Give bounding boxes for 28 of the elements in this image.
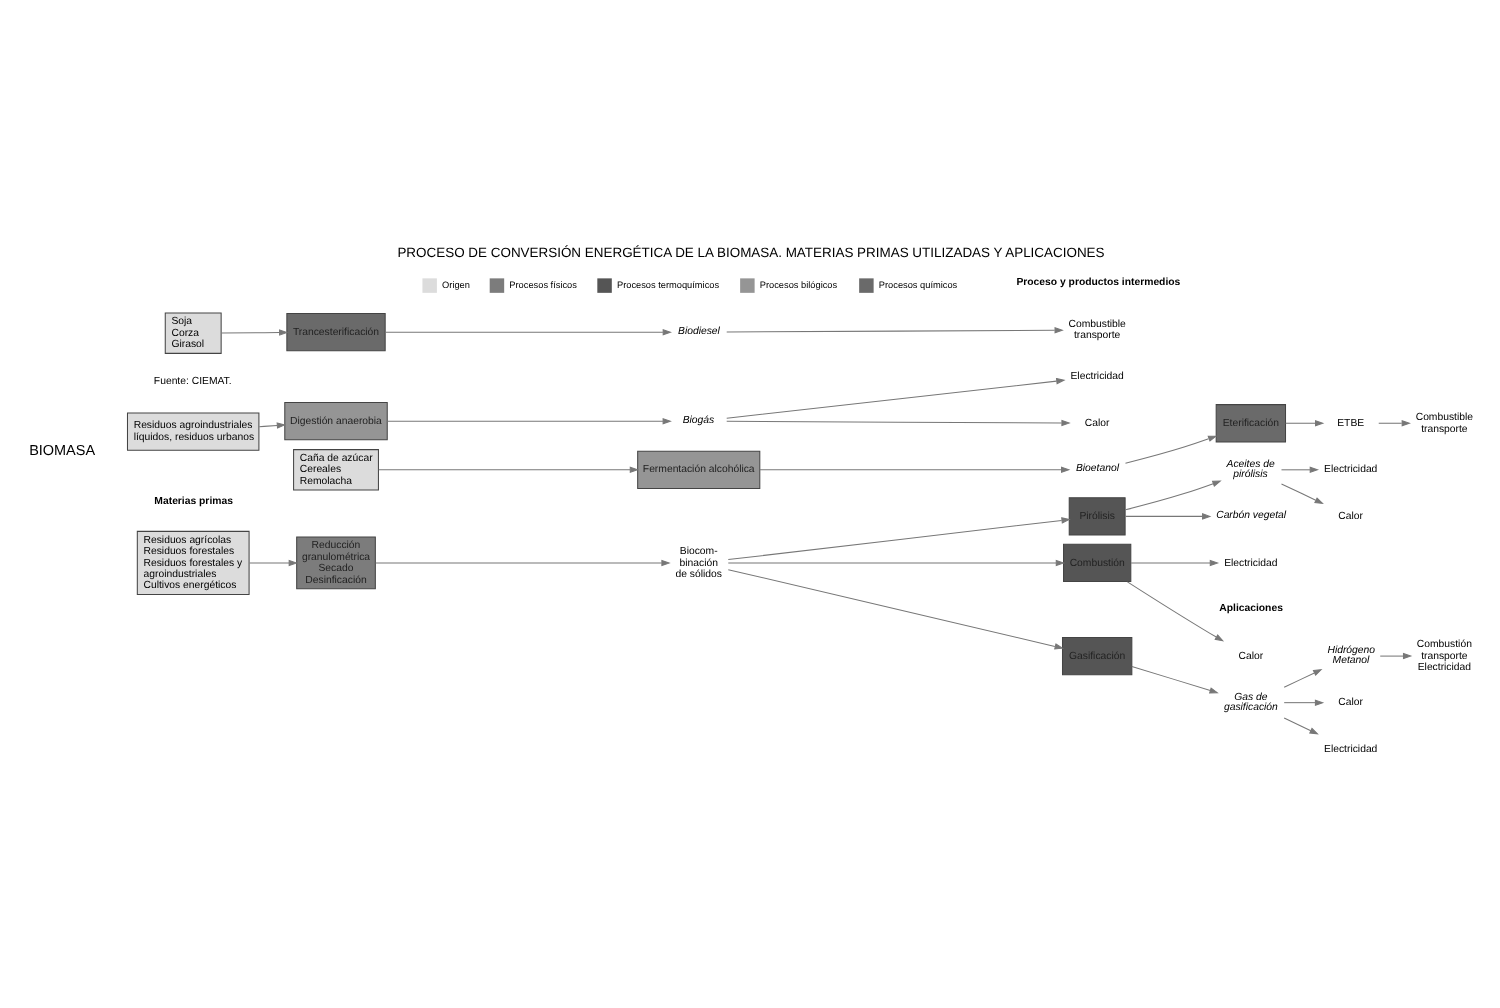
- arrow: [1378, 651, 1412, 659]
- arrow: [1279, 482, 1323, 504]
- arrow: [377, 465, 639, 473]
- arrow: [1282, 716, 1318, 734]
- arrow: [1129, 558, 1219, 566]
- arrow: [1123, 512, 1211, 519]
- arrow: [383, 327, 671, 335]
- arrow: [1282, 668, 1322, 687]
- arrow: [758, 465, 1070, 473]
- arrow: [247, 558, 297, 566]
- arrow: [1123, 479, 1221, 510]
- arrow: [725, 376, 1065, 418]
- arrow: [374, 558, 670, 566]
- arrow: [725, 418, 1070, 426]
- arrow: [386, 416, 671, 424]
- arrow: [1282, 698, 1324, 705]
- arrow: [1377, 419, 1410, 426]
- arrow: [1284, 419, 1324, 426]
- arrow: [725, 326, 1063, 333]
- arrow: [1130, 664, 1218, 693]
- arrow: [257, 421, 286, 428]
- arrow: [726, 558, 1065, 566]
- arrow: [1279, 465, 1318, 473]
- arrow: [219, 328, 288, 335]
- arrow: [1123, 434, 1217, 463]
- arrow: [726, 568, 1063, 649]
- arrow: [726, 516, 1070, 560]
- arrow: [1125, 580, 1224, 641]
